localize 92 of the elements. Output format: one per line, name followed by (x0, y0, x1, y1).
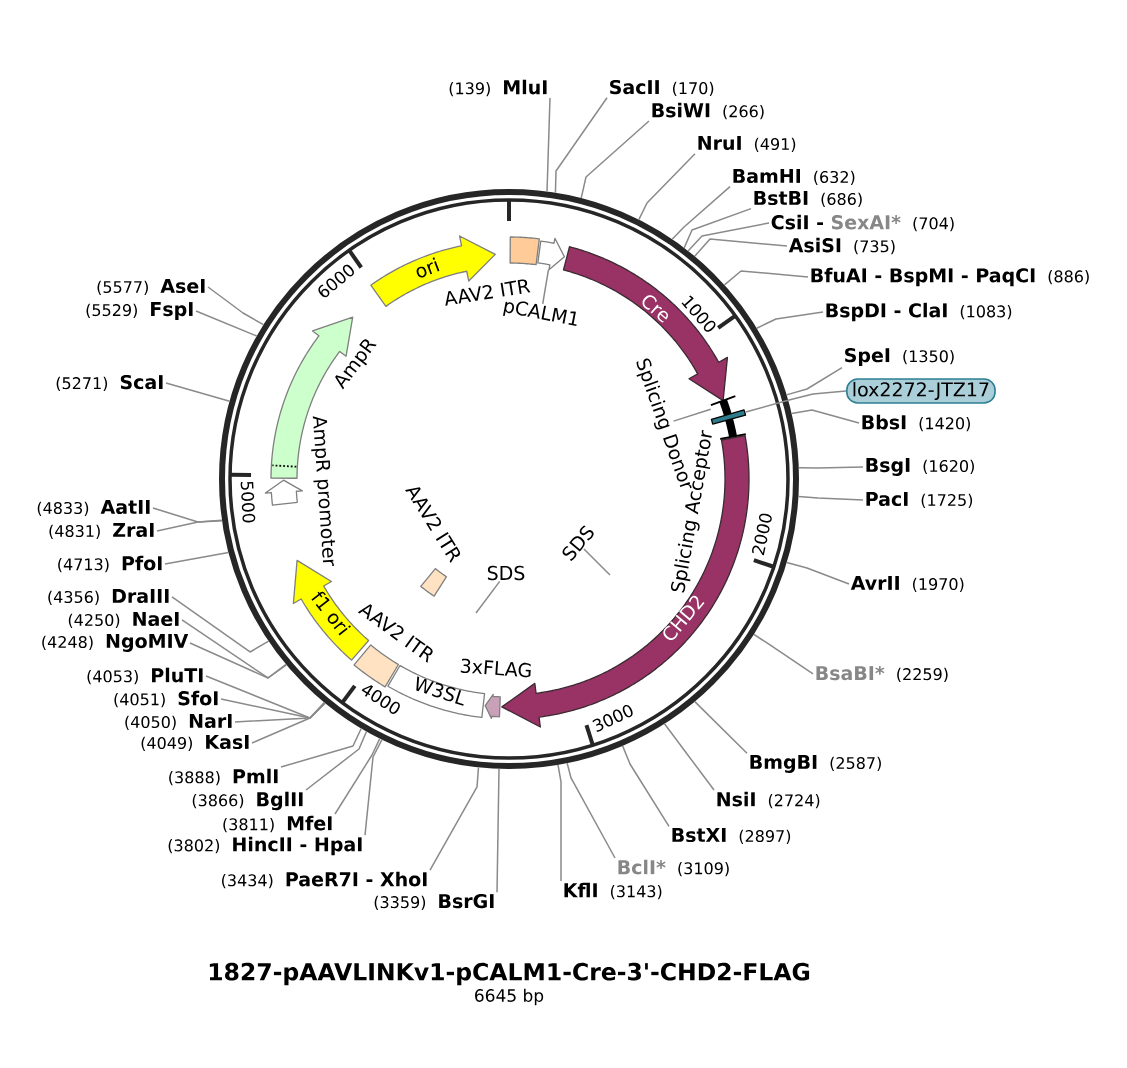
leader-line (496, 768, 500, 893)
site-label: (3434) PaeR7I - XhoI (222, 871, 427, 889)
feature-callout: lox2272-JTZ17 (846, 378, 996, 404)
leader-line (798, 466, 864, 469)
site-label: (3802) HincII - HpaI (168, 836, 362, 856)
tick-label: 5000 (240, 481, 256, 523)
leader-line (683, 207, 752, 249)
leader-line (723, 270, 809, 286)
leader-line (171, 596, 270, 653)
leader-line (785, 366, 843, 396)
site-label: (4049) KasI (141, 735, 249, 751)
site-label: (3359) BsrGI (374, 893, 494, 911)
leader-line (694, 700, 748, 755)
site-label: (4248) NgoMIV (42, 634, 189, 652)
leader-line (475, 580, 501, 614)
site-label: PacI (1725) (866, 492, 973, 508)
leader-line (152, 507, 223, 523)
site-label: (4053) PluTI (87, 667, 203, 685)
site-label: (5529) FspI (86, 302, 193, 320)
leader-line (786, 561, 850, 585)
leader-line (207, 286, 265, 326)
leader-line (541, 269, 550, 305)
site-label: (3811) MfeI (223, 815, 332, 833)
site-label: KflI (3143) (564, 882, 662, 900)
title: 1827-pAAVLINKv1-pCALM1-Cre-3'-CHD2-FLAG (209, 962, 810, 986)
leader-line (671, 185, 731, 240)
site-label: (5577) AseI (97, 279, 205, 295)
leader-line (638, 152, 696, 221)
site-label: (139) MluI (449, 79, 547, 97)
leader-line (566, 762, 616, 859)
site-label: (4356) DraIII (48, 589, 169, 605)
feature-block (537, 237, 566, 271)
site-label: BsiWI (266) (652, 102, 764, 120)
site-label: (4713) PfoI (58, 555, 162, 573)
site-label: BclI* (3109) (618, 859, 729, 877)
site-label: BsgI (1620) (866, 458, 974, 476)
leader-line (756, 311, 824, 329)
leader-line (687, 222, 770, 252)
leader-line (280, 727, 362, 768)
leader-line (429, 766, 480, 871)
leader-line (165, 382, 231, 402)
leader-line (557, 764, 562, 882)
leader-line (364, 738, 383, 836)
leader-line (251, 702, 326, 744)
caption: 6645 bp (475, 988, 544, 1006)
leader-line (797, 495, 864, 501)
site-label: BstBI (686) (754, 191, 862, 207)
leader-line (753, 633, 814, 675)
site-label: BfuAI - BspMI - PaqCI (886) (811, 267, 1089, 287)
leader-line (205, 675, 325, 719)
leader-line (693, 238, 788, 257)
leader-line (580, 120, 650, 199)
leader-line (745, 390, 847, 413)
site-label: BbsI (1420) (862, 414, 970, 432)
feature-box (710, 409, 747, 425)
tick-label: 2000 (752, 513, 772, 556)
feature-bar (709, 395, 737, 417)
leader-line (790, 409, 860, 424)
site-label: NruI (491) (698, 136, 796, 152)
site-label: (4833) AatII (37, 500, 150, 516)
site-label: (4050) NarI (125, 714, 232, 730)
leader-line (334, 737, 381, 815)
leader-line (195, 310, 258, 337)
site-label: BstXI (2897) (672, 828, 791, 844)
leader-line (672, 408, 712, 422)
leader-line (583, 548, 611, 576)
leader-line (220, 698, 326, 719)
site-label: AvrII (1970) (850, 576, 964, 592)
site-label: (3866) BglII (192, 791, 303, 811)
leader-line (554, 97, 608, 194)
leader-line (181, 619, 287, 679)
site-label: CsiI - SexAI* (704) (771, 214, 954, 232)
site-label: (4831) ZraI (49, 523, 154, 539)
site-label: BamHI (632) (733, 169, 855, 185)
leader-line (189, 642, 288, 679)
leader-line (621, 745, 670, 828)
leader-line (156, 519, 223, 532)
site-label: SpeI (1350) (845, 347, 954, 366)
site-label: (4051) SfoI (114, 690, 218, 708)
site-label: (3888) PmlI (169, 768, 278, 786)
site-label: BspDI - ClaI (1083) (826, 302, 1012, 322)
leader-line (305, 730, 368, 791)
leader-line (663, 723, 715, 791)
site-label: BmgBI (2587) (750, 755, 881, 773)
site-label: BsaBI* (2259) (816, 665, 948, 683)
site-label: SacII (170) (610, 79, 714, 97)
leader-line (546, 97, 551, 193)
site-label: NsiI (2724) (717, 791, 820, 809)
site-label: (5271) ScaI (56, 374, 163, 392)
site-label: (4250) NaeI (68, 612, 179, 628)
leader-line (164, 551, 230, 565)
site-label: AsiSI (735) (788, 237, 895, 255)
